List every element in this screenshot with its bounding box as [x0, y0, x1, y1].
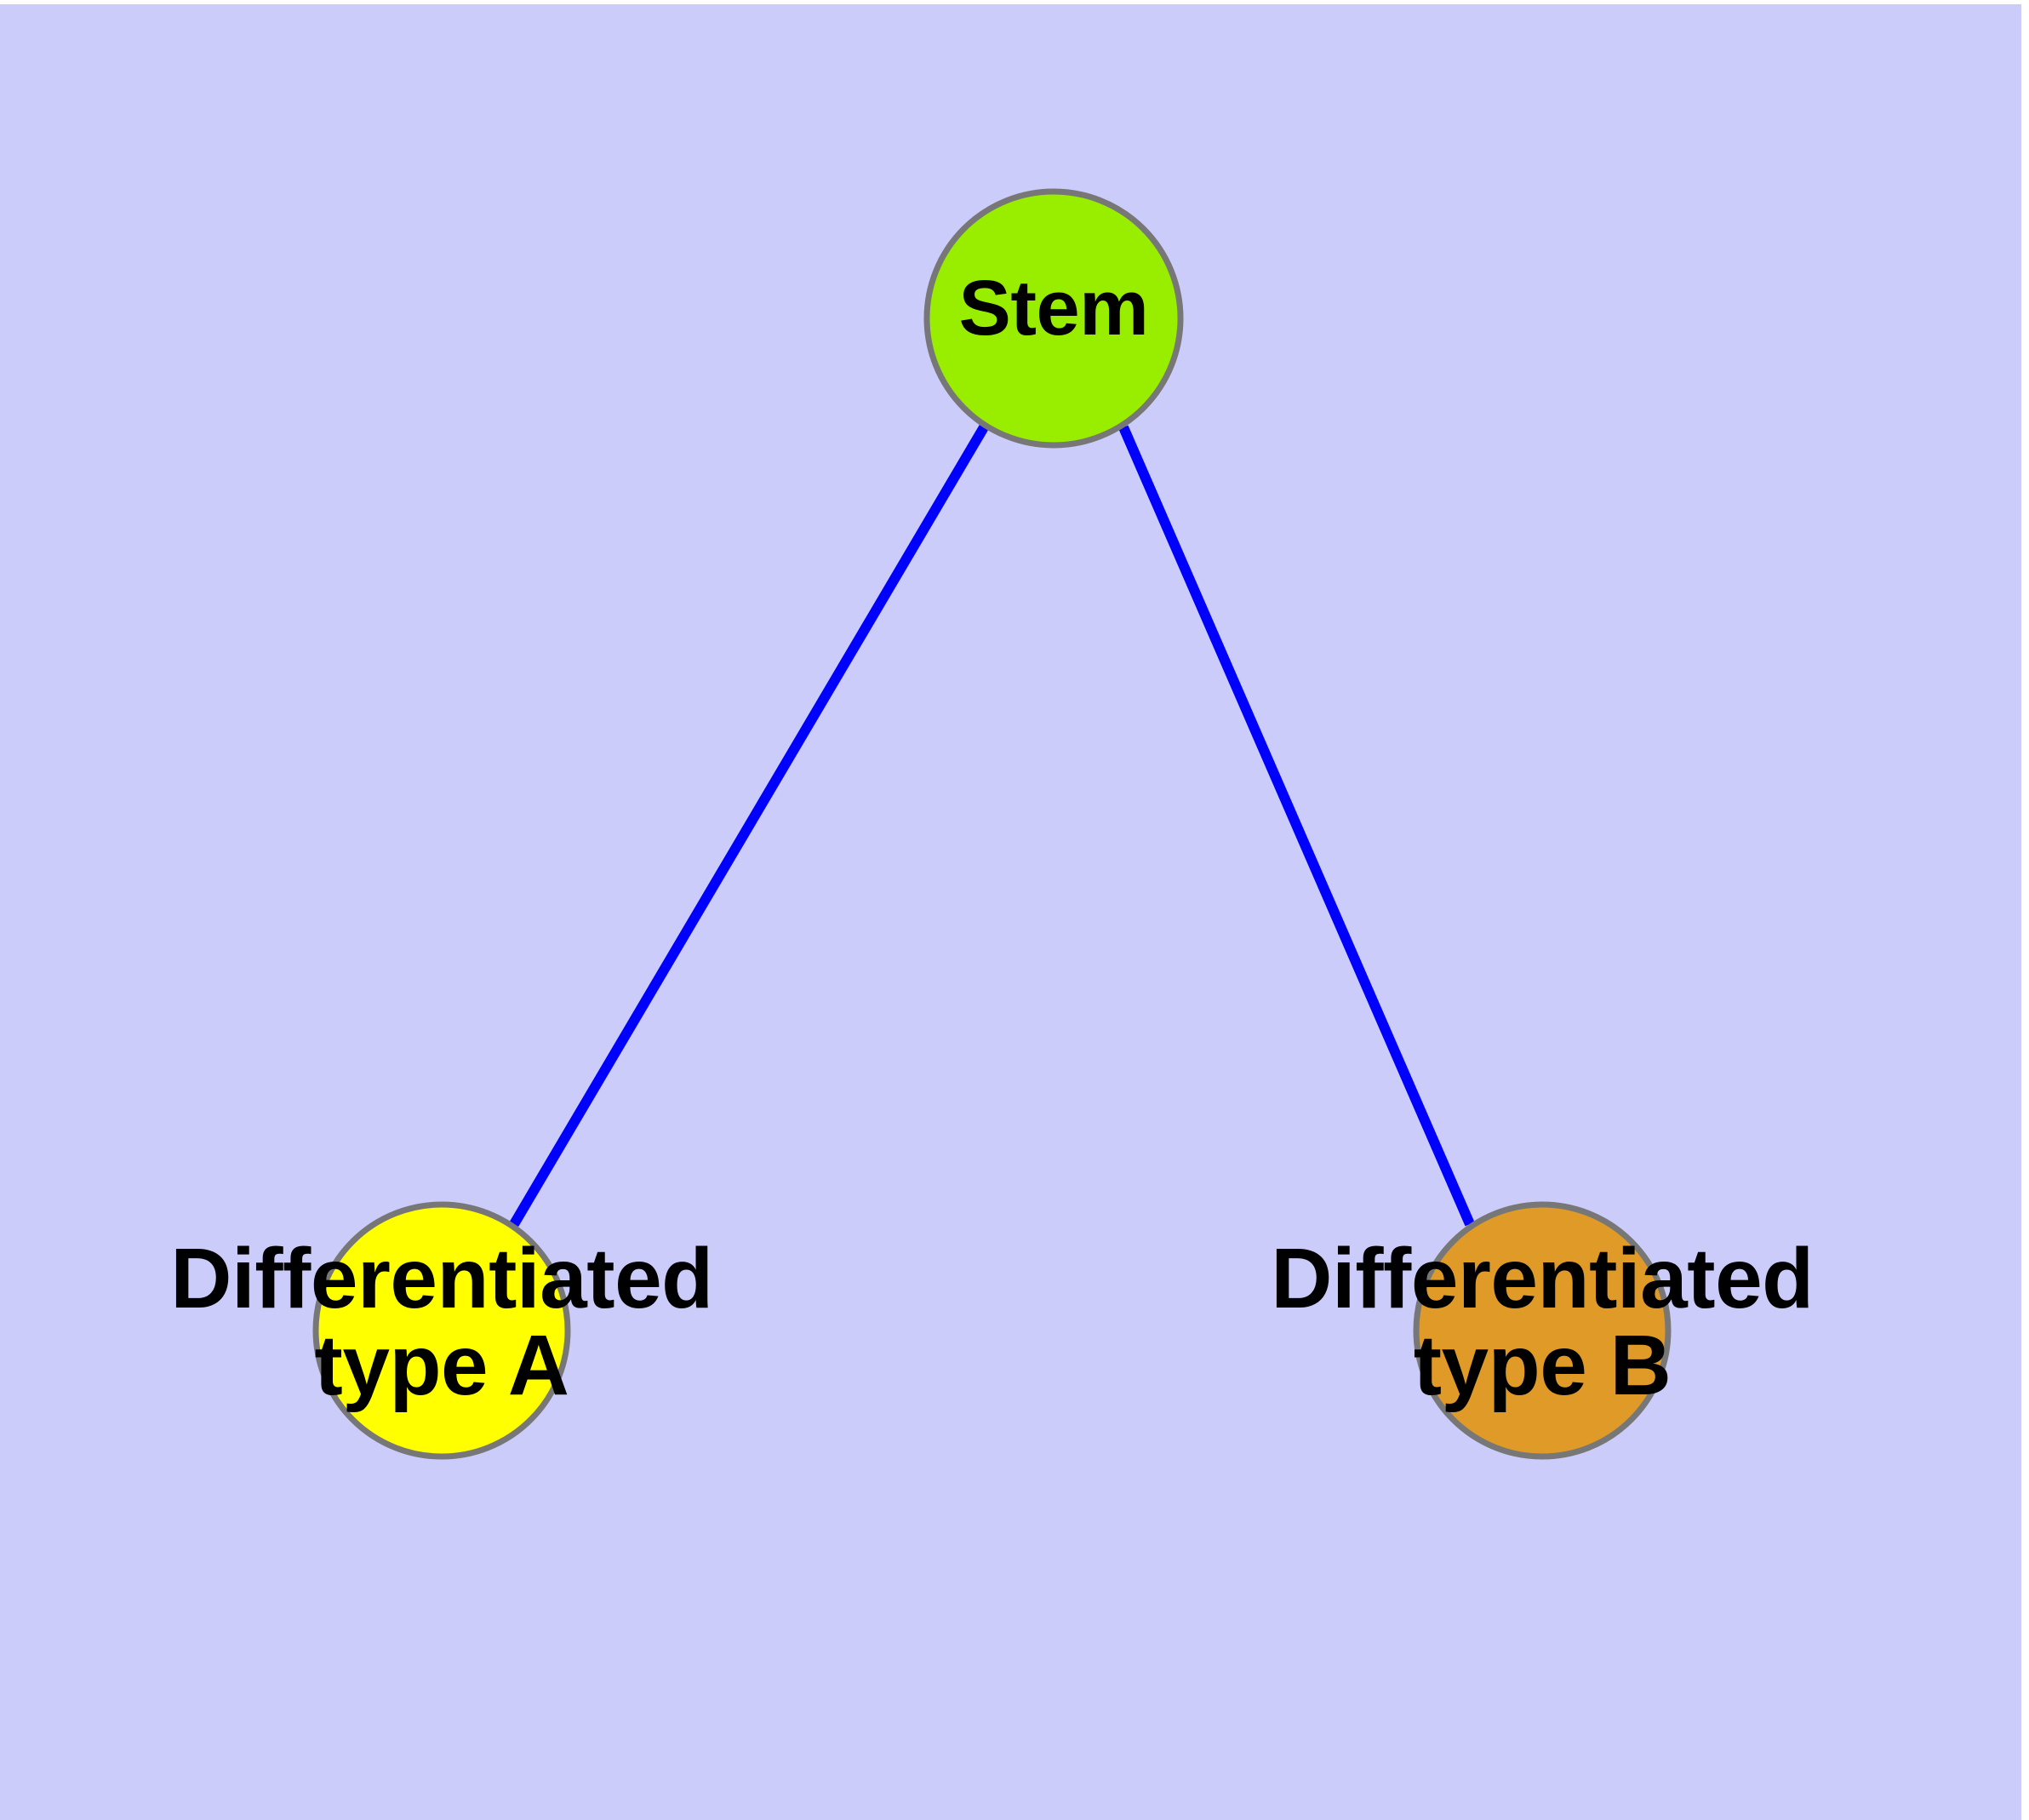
edge-layer: [509, 424, 1475, 1228]
node-layer: [312, 188, 1672, 1460]
node-stem[interactable]: [923, 188, 1184, 449]
edge-stem-to-differentiated-type-b: [1118, 425, 1475, 1227]
node-differentiated-type-a[interactable]: [312, 1201, 571, 1460]
edge-stem-to-differentiated-type-a: [509, 424, 989, 1228]
node-differentiated-type-b[interactable]: [1413, 1201, 1672, 1460]
